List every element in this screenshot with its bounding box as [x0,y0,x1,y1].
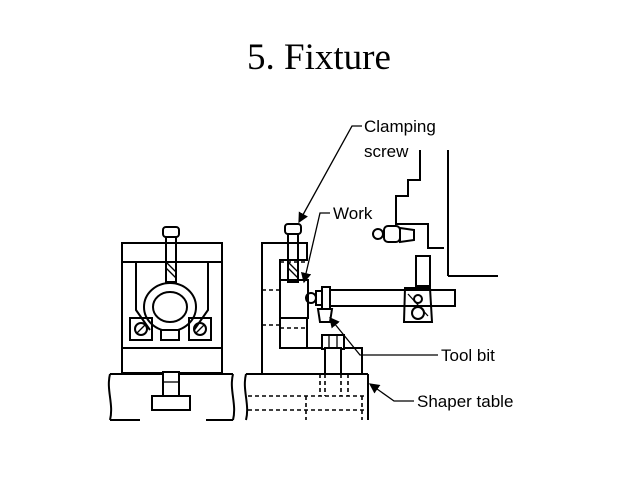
callout-clamping-screw: Clamping screw [298,117,436,224]
front-view-workpiece [143,282,197,341]
side-view-work [279,261,309,319]
tool-head [372,150,498,323]
callout-tool-bit: Tool bit [329,316,495,365]
front-view-clamping-screw [162,226,180,283]
front-view [107,226,236,421]
front-view-bolts [129,317,212,341]
side-view [243,150,498,421]
label-shaper-table: Shaper table [417,392,513,411]
label-clamping-screw-line2: screw [364,142,409,161]
label-clamping-screw-line1: Clamping [364,117,436,136]
side-view-fixture [261,242,363,375]
front-view-t-bolt [151,371,191,411]
label-tool-bit: Tool bit [441,346,495,365]
label-work: Work [333,204,373,223]
slide-title: 5. Fixture [247,37,391,78]
side-view-shaper-table [243,373,369,421]
side-view-clamping-screw [284,223,302,283]
callout-shaper-table: Shaper table [368,383,513,411]
callout-work: Work [300,204,373,284]
side-view-hold-down-bolt [321,334,345,396]
